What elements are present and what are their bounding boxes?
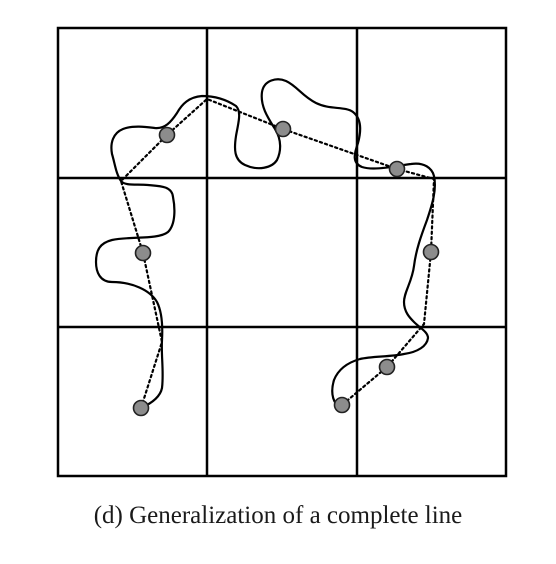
point-marker: [388, 160, 406, 178]
point-marker: [333, 396, 351, 414]
point-marker: [422, 243, 440, 261]
original-curve-left: [94, 78, 436, 410]
grid-frame: [56, 26, 508, 478]
point-marker: [132, 399, 150, 417]
point-marker: [274, 120, 292, 138]
point-marker: [378, 358, 396, 376]
point-marker: [134, 244, 152, 262]
point-marker: [158, 126, 176, 144]
generalized-line: [119, 97, 436, 410]
figure-caption: (d) Generalization of a complete line: [93, 502, 463, 529]
